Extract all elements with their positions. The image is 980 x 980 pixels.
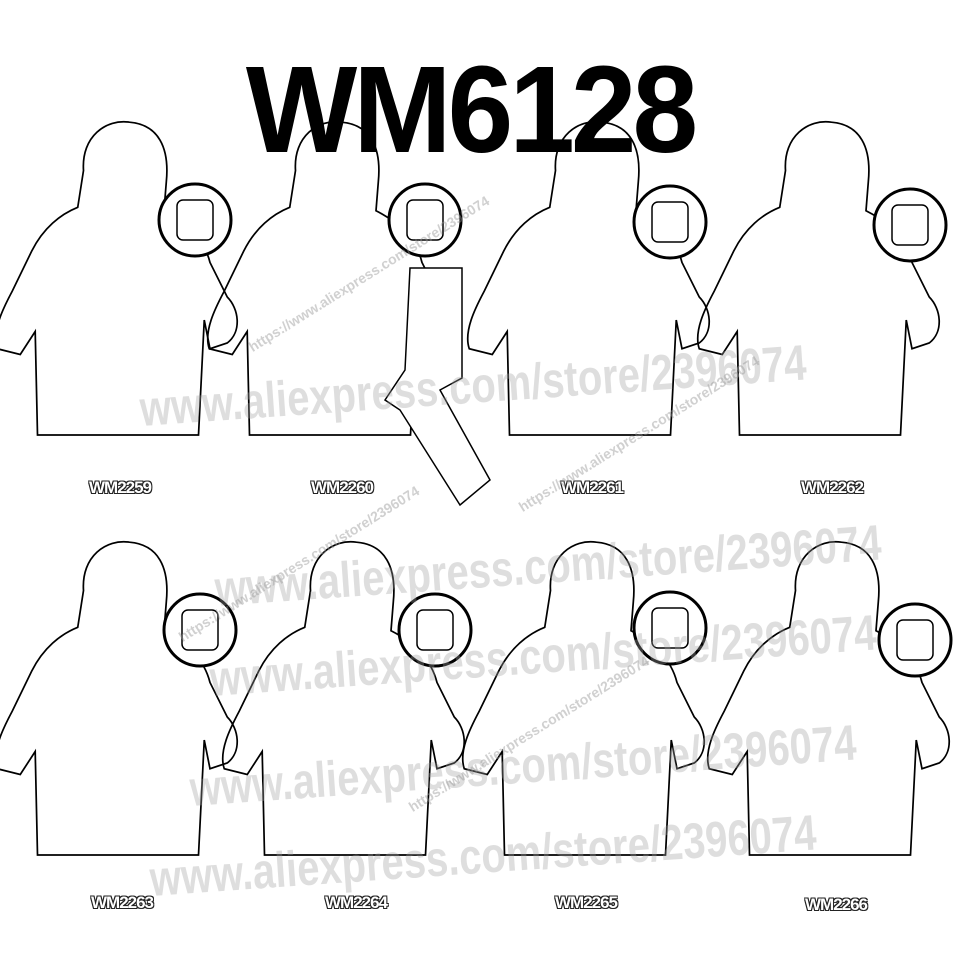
backpack-icon-shape — [176, 199, 214, 241]
bandolier-icon — [632, 184, 708, 260]
mask-icon — [397, 592, 473, 668]
figure-label: WM2265 — [554, 893, 618, 912]
figure-label: WM2261 — [560, 478, 624, 497]
vest-icon-shape — [651, 607, 689, 649]
armor-vest-icon — [872, 187, 948, 263]
armor-vest-icon-shape — [891, 204, 929, 246]
figure-label: WM2262 — [800, 478, 864, 497]
mask-icon-shape — [406, 199, 444, 241]
backpack-icon — [157, 182, 233, 258]
backpack-icon — [877, 602, 953, 678]
vest-icon — [632, 590, 708, 666]
vest-icon — [162, 592, 238, 668]
figure-label: WM2263 — [90, 893, 154, 912]
figure-label: WM2260 — [310, 478, 374, 497]
figure-label: WM2264 — [324, 893, 388, 912]
mask-icon — [387, 182, 463, 258]
vest-icon-shape — [181, 609, 219, 651]
mask-icon-shape — [416, 609, 454, 651]
backpack-icon-shape — [896, 619, 934, 661]
figure-label: WM2266 — [804, 895, 868, 914]
product-title: WM6128 — [245, 40, 698, 180]
bandolier-icon-shape — [651, 201, 689, 243]
weapon-outline — [383, 267, 491, 507]
figure-label: WM2259 — [88, 478, 152, 497]
